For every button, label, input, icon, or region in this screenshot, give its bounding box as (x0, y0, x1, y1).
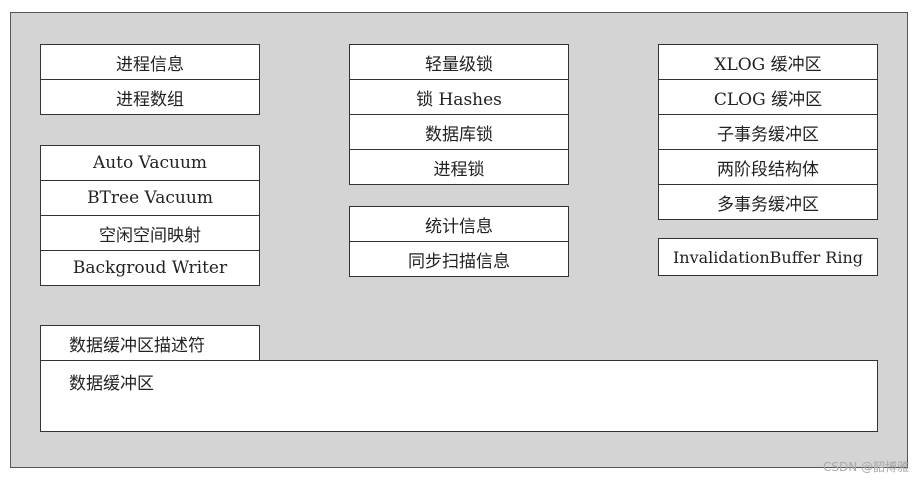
process-info-box: 进程信息 (40, 44, 260, 80)
btree-vacuum-box: BTree Vacuum (40, 180, 260, 216)
clog-buffer-box: CLOG 缓冲区 (658, 79, 878, 115)
background-writer-box: Backgroud Writer (40, 250, 260, 286)
buffer-descriptor-box: 数据缓冲区描述符 (40, 325, 260, 361)
free-space-map-box: 空闲空间映射 (40, 215, 260, 251)
two-phase-struct-box: 两阶段结构体 (658, 149, 878, 185)
database-lock-box: 数据库锁 (349, 114, 569, 150)
invalidation-buffer-ring-box: InvalidationBuffer Ring (658, 238, 878, 276)
sync-scan-info-box: 同步扫描信息 (349, 241, 569, 277)
process-array-box: 进程数组 (40, 79, 260, 115)
lightweight-lock-box: 轻量级锁 (349, 44, 569, 80)
lock-hashes-box: 锁 Hashes (349, 79, 569, 115)
watermark-text: CSDN @韶博雅 (822, 460, 909, 474)
process-lock-box: 进程锁 (349, 149, 569, 185)
data-buffer-box: 数据缓冲区 (40, 360, 878, 432)
auto-vacuum-box: Auto Vacuum (40, 145, 260, 181)
statistics-box: 统计信息 (349, 206, 569, 242)
subtransaction-buffer-box: 子事务缓冲区 (658, 114, 878, 150)
xlog-buffer-box: XLOG 缓冲区 (658, 44, 878, 80)
multixact-buffer-box: 多事务缓冲区 (658, 184, 878, 220)
